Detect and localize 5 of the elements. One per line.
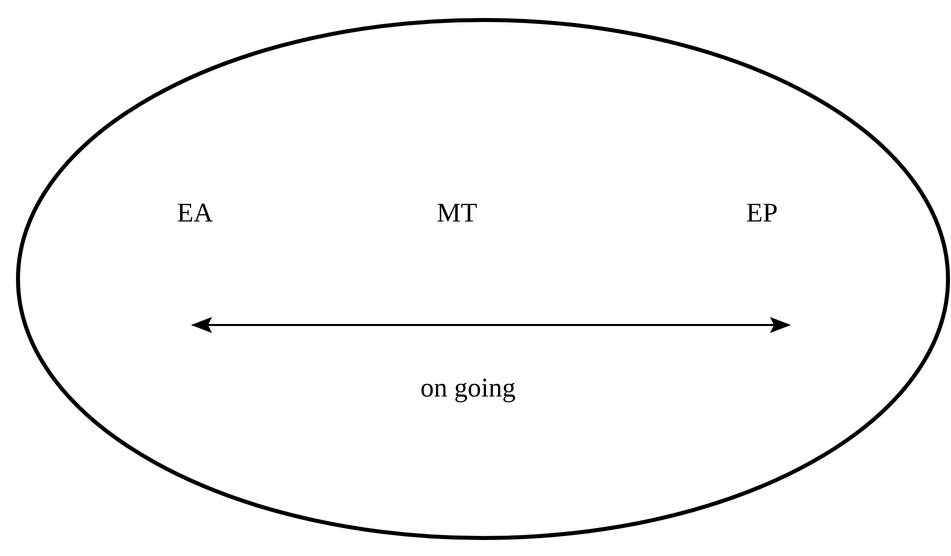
label-text: EP xyxy=(746,200,778,226)
label-text: MT xyxy=(436,200,478,226)
label-text: on going xyxy=(420,374,516,402)
ellipse-shape xyxy=(16,18,950,540)
label-text: EA xyxy=(177,200,213,226)
